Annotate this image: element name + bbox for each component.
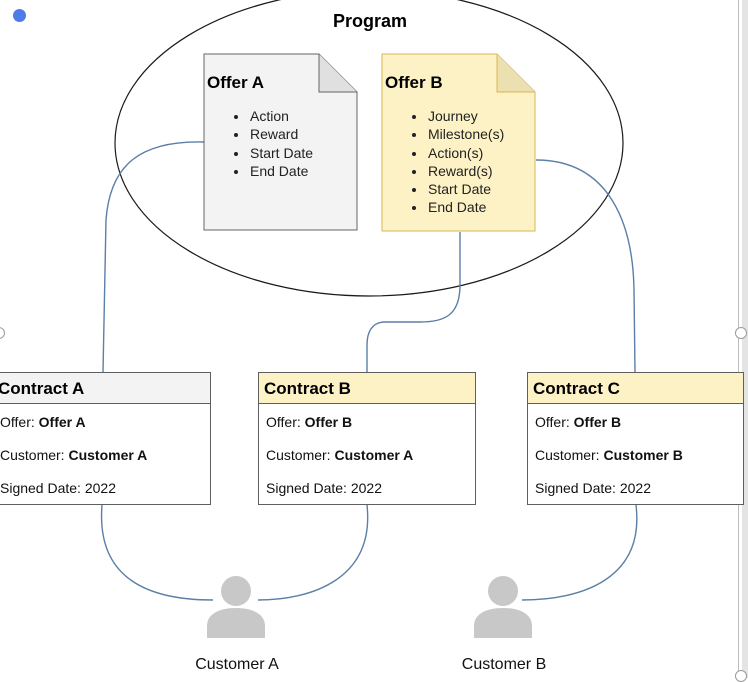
offer-b-item: Start Date [427,180,504,198]
offer-b-title: Offer B [385,73,443,92]
connector-offer-b-contract-b[interactable] [366,232,461,372]
contract-customer-value: Customer B [603,447,683,463]
customer-a-label: Customer A [195,656,279,673]
offer-b-document[interactable]: Offer B Journey Milestone(s) Action(s) R… [381,53,537,233]
contract-customer-label: Customer: [0,447,69,463]
offer-b-item: Journey [427,107,504,125]
connector-contract-c-customer-b[interactable] [521,504,638,601]
offer-a-item: End Date [249,162,313,180]
contract-b-customer-row: Customer: Customer A [266,447,413,463]
offer-b-item: Reward(s) [427,162,504,180]
contract-c-signed-row: Signed Date: 2022 [535,480,651,496]
contract-b-offer-row: Offer: Offer B [266,414,352,430]
contract-customer-label: Customer: [535,447,604,463]
contract-customer-label: Customer: [266,447,335,463]
contract-c-card[interactable]: Contract C Offer: Offer B Customer: Cust… [527,372,744,505]
user-icon [474,576,532,638]
contract-c-header: Contract C [528,373,743,404]
offer-a-item: Start Date [249,144,313,162]
selection-indicator-dot[interactable] [13,9,26,22]
offer-b-item: Action(s) [427,144,504,162]
connector-contract-b-customer-a[interactable] [257,504,369,601]
contract-offer-label: Offer: [0,414,39,430]
offer-a-document[interactable]: Offer A Action Reward Start Date End Dat… [203,53,359,233]
offer-b-item: End Date [427,198,504,216]
contract-b-signed-row: Signed Date: 2022 [266,480,382,496]
program-ellipse[interactable] [114,0,624,297]
contract-customer-value: Customer A [334,447,414,463]
offer-b-attribute-list: Journey Milestone(s) Action(s) Reward(s)… [411,107,504,217]
contract-signed-date: Signed Date: 2022 [0,480,116,496]
contract-offer-label: Offer: [535,414,574,430]
customer-b-label: Customer B [461,656,547,673]
canvas-scroll-edge[interactable] [742,0,748,678]
contract-b-header: Contract B [259,373,475,404]
contract-a-offer-row: Offer: Offer A [0,414,86,430]
contract-a-title: Contract A [0,379,85,398]
contract-offer-label: Offer: [266,414,305,430]
offer-a-item: Reward [249,125,313,143]
contract-a-customer-row: Customer: Customer A [0,447,147,463]
contract-customer-value: Customer A [68,447,148,463]
connector-offer-b-contract-c[interactable] [535,159,636,373]
connection-handle-right-top[interactable] [735,327,747,339]
user-icon [207,576,265,638]
customer-a-actor[interactable] [205,574,267,640]
contract-c-offer-row: Offer: Offer B [535,414,621,430]
contract-offer-value: Offer B [573,414,622,430]
offer-b-document-shape [381,53,536,232]
offer-a-attribute-list: Action Reward Start Date End Date [233,107,313,180]
contract-signed-date: Signed Date: 2022 [535,480,651,496]
connector-offer-a-contract-a[interactable] [102,141,206,373]
offer-b-item: Milestone(s) [427,125,504,143]
contract-a-card[interactable]: Contract A Offer: Offer A Customer: Cust… [0,372,211,505]
contract-b-title: Contract B [264,379,351,398]
contract-b-card[interactable]: Contract B Offer: Offer B Customer: Cust… [258,372,476,505]
offer-a-document-shape [203,53,358,231]
offer-a-title: Offer A [207,73,264,92]
contract-offer-value: Offer B [304,414,353,430]
connector-contract-a-customer-a[interactable] [100,504,214,601]
contract-c-title: Contract C [533,379,620,398]
contract-signed-date: Signed Date: 2022 [266,480,382,496]
contract-a-signed-row: Signed Date: 2022 [0,480,116,496]
contract-a-header: Contract A [0,373,210,404]
canvas-edge-line [738,0,739,678]
customer-b-actor[interactable] [473,574,533,640]
program-title: Program [332,11,408,31]
contract-c-customer-row: Customer: Customer B [535,447,683,463]
offer-a-item: Action [249,107,313,125]
contract-offer-value: Offer A [38,414,86,430]
